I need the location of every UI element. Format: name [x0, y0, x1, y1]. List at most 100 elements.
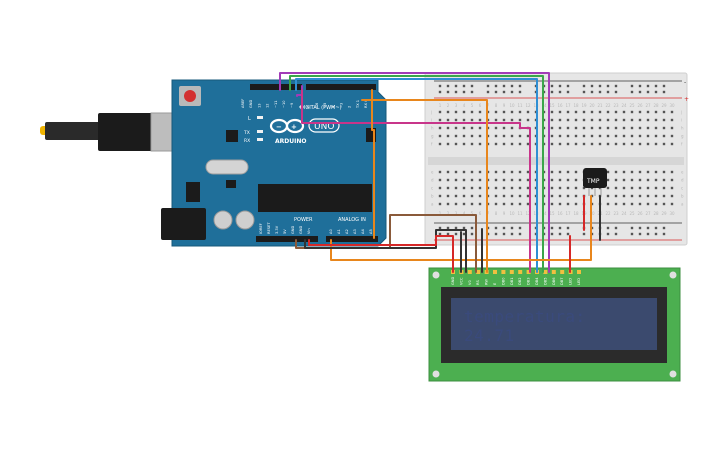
terminal-hole[interactable]	[518, 118, 522, 122]
terminal-hole[interactable]	[654, 110, 658, 114]
rail-hole[interactable]	[518, 226, 522, 230]
terminal-hole[interactable]	[598, 126, 602, 130]
rail-hole[interactable]	[590, 90, 594, 94]
terminal-hole[interactable]	[470, 202, 474, 206]
rail-hole[interactable]	[654, 84, 658, 88]
terminal-hole[interactable]	[462, 134, 466, 138]
rail-hole[interactable]	[510, 226, 514, 230]
terminal-hole[interactable]	[470, 142, 474, 146]
terminal-hole[interactable]	[590, 118, 594, 122]
terminal-hole[interactable]	[654, 202, 658, 206]
rail-hole[interactable]	[582, 90, 586, 94]
terminal-hole[interactable]	[470, 170, 474, 174]
rail-hole[interactable]	[446, 90, 450, 94]
terminal-hole[interactable]	[526, 118, 530, 122]
terminal-hole[interactable]	[518, 186, 522, 190]
terminal-hole[interactable]	[478, 126, 482, 130]
terminal-hole[interactable]	[614, 170, 618, 174]
terminal-hole[interactable]	[638, 202, 642, 206]
terminal-hole[interactable]	[638, 118, 642, 122]
terminal-hole[interactable]	[502, 186, 506, 190]
terminal-hole[interactable]	[638, 186, 642, 190]
terminal-hole[interactable]	[438, 142, 442, 146]
terminal-hole[interactable]	[558, 178, 562, 182]
terminal-hole[interactable]	[550, 194, 554, 198]
lcd-pin[interactable]	[577, 270, 581, 274]
terminal-hole[interactable]	[510, 134, 514, 138]
terminal-hole[interactable]	[462, 170, 466, 174]
terminal-hole[interactable]	[510, 202, 514, 206]
terminal-hole[interactable]	[662, 202, 666, 206]
lcd-pin[interactable]	[560, 270, 565, 274]
terminal-hole[interactable]	[470, 194, 474, 198]
terminal-hole[interactable]	[502, 118, 506, 122]
terminal-hole[interactable]	[662, 118, 666, 122]
terminal-hole[interactable]	[438, 194, 442, 198]
rail-hole[interactable]	[470, 232, 474, 236]
rail-hole[interactable]	[510, 84, 514, 88]
terminal-hole[interactable]	[622, 194, 626, 198]
terminal-hole[interactable]	[478, 202, 482, 206]
terminal-hole[interactable]	[662, 134, 666, 138]
rail-hole[interactable]	[518, 90, 522, 94]
terminal-hole[interactable]	[614, 194, 618, 198]
terminal-hole[interactable]	[662, 142, 666, 146]
terminal-hole[interactable]	[606, 126, 610, 130]
terminal-hole[interactable]	[494, 134, 498, 138]
terminal-hole[interactable]	[478, 194, 482, 198]
rail-hole[interactable]	[558, 84, 562, 88]
terminal-hole[interactable]	[558, 170, 562, 174]
rail-hole[interactable]	[438, 226, 442, 230]
terminal-hole[interactable]	[670, 170, 674, 174]
terminal-hole[interactable]	[574, 186, 578, 190]
terminal-hole[interactable]	[646, 142, 650, 146]
rail-hole[interactable]	[470, 226, 474, 230]
terminal-hole[interactable]	[646, 178, 650, 182]
rail-hole[interactable]	[550, 226, 554, 230]
terminal-hole[interactable]	[446, 110, 450, 114]
terminal-hole[interactable]	[470, 134, 474, 138]
terminal-hole[interactable]	[566, 118, 570, 122]
terminal-hole[interactable]	[630, 142, 634, 146]
lcd-pin[interactable]	[467, 270, 472, 274]
terminal-hole[interactable]	[526, 110, 530, 114]
terminal-hole[interactable]	[654, 170, 658, 174]
rail-hole[interactable]	[518, 84, 522, 88]
rail-hole[interactable]	[646, 90, 650, 94]
terminal-hole[interactable]	[670, 110, 674, 114]
terminal-hole[interactable]	[566, 110, 570, 114]
rail-hole[interactable]	[662, 90, 666, 94]
rail-hole[interactable]	[662, 226, 666, 230]
rail-hole[interactable]	[550, 90, 554, 94]
terminal-hole[interactable]	[518, 134, 522, 138]
terminal-hole[interactable]	[670, 126, 674, 130]
terminal-hole[interactable]	[662, 170, 666, 174]
terminal-hole[interactable]	[622, 170, 626, 174]
terminal-hole[interactable]	[574, 202, 578, 206]
terminal-hole[interactable]	[446, 202, 450, 206]
terminal-hole[interactable]	[566, 142, 570, 146]
terminal-hole[interactable]	[582, 186, 586, 190]
terminal-hole[interactable]	[446, 118, 450, 122]
rail-hole[interactable]	[502, 232, 506, 236]
terminal-hole[interactable]	[478, 110, 482, 114]
terminal-hole[interactable]	[470, 178, 474, 182]
rail-hole[interactable]	[654, 226, 658, 230]
terminal-hole[interactable]	[510, 186, 514, 190]
terminal-hole[interactable]	[462, 186, 466, 190]
terminal-hole[interactable]	[454, 194, 458, 198]
rail-hole[interactable]	[470, 84, 474, 88]
rail-hole[interactable]	[502, 84, 506, 88]
terminal-hole[interactable]	[614, 126, 618, 130]
terminal-hole[interactable]	[614, 202, 618, 206]
terminal-hole[interactable]	[502, 126, 506, 130]
terminal-hole[interactable]	[670, 142, 674, 146]
rail-hole[interactable]	[566, 226, 570, 230]
terminal-hole[interactable]	[502, 202, 506, 206]
rail-hole[interactable]	[462, 226, 466, 230]
terminal-hole[interactable]	[646, 186, 650, 190]
terminal-hole[interactable]	[566, 126, 570, 130]
terminal-hole[interactable]	[462, 178, 466, 182]
terminal-hole[interactable]	[606, 134, 610, 138]
terminal-hole[interactable]	[654, 134, 658, 138]
